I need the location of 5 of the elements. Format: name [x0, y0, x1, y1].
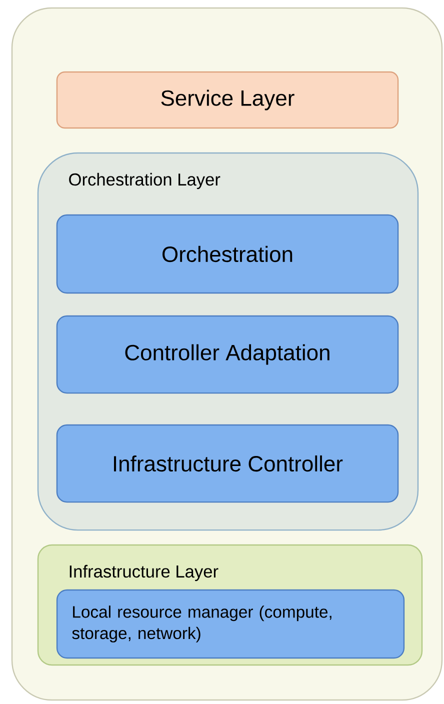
layer-box: Service Layer: [56, 71, 399, 129]
process-box: Orchestration: [56, 214, 399, 294]
process-box: Local resource manager (compute, storage, network): [56, 589, 405, 659]
process-box: Infrastructure Controller: [56, 424, 399, 503]
process-box: Controller Adaptation: [56, 315, 399, 394]
